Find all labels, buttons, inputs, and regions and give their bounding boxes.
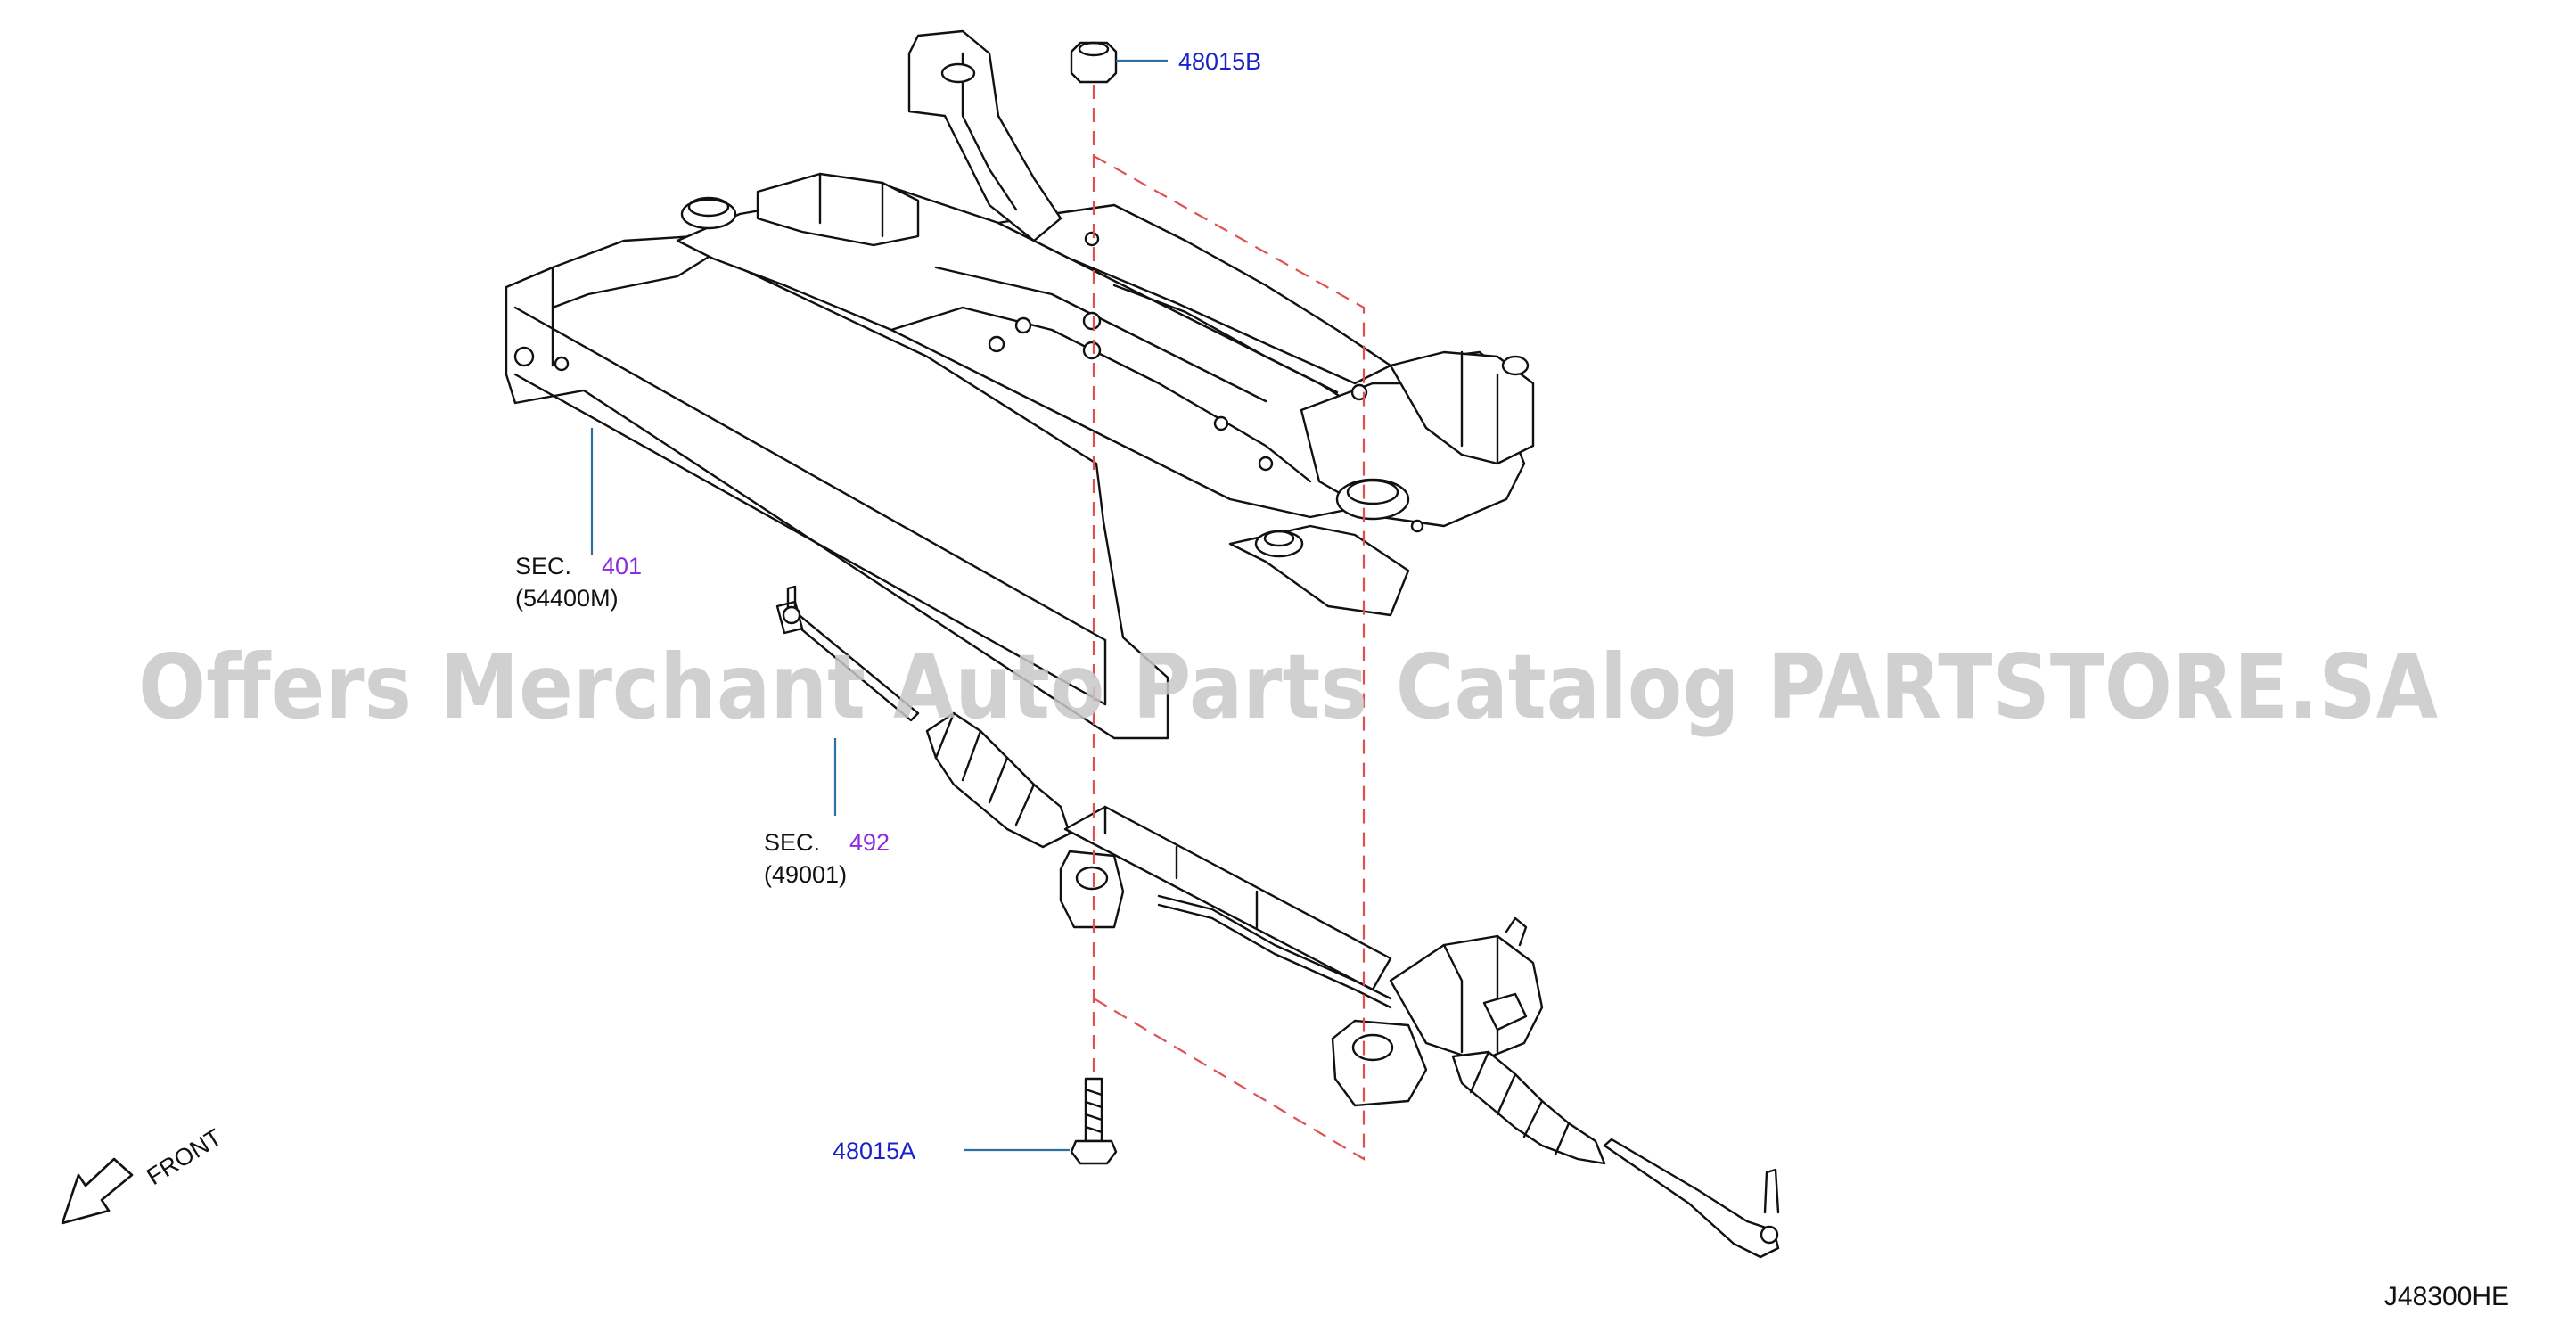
leader-lines <box>590 59 1168 1152</box>
nut-48015b-drawing <box>1070 41 1118 84</box>
mounting-dashed-outline <box>1092 85 1366 1161</box>
part-code-48015a[interactable]: 48015A <box>833 1138 915 1164</box>
bolt-48015a-drawing <box>1070 1077 1118 1165</box>
sec-401-number[interactable]: 401 <box>602 553 642 579</box>
steering-gear-drawing <box>775 585 1780 1259</box>
watermark-text: Offers Merchant Auto Parts Catalog PARTS… <box>138 635 2438 739</box>
sec-492-prefix: SEC. <box>764 829 820 856</box>
front-label: FRONT <box>142 1123 226 1190</box>
part-code-48015b[interactable]: 48015B <box>1178 48 1261 75</box>
front-arrow: FRONT <box>61 1123 226 1225</box>
front-arrow-icon <box>61 1157 134 1225</box>
sec-492-number[interactable]: 492 <box>849 829 890 856</box>
sec-401-subcode: (54400M) <box>515 585 619 612</box>
sec-401-prefix: SEC. <box>515 553 571 579</box>
suspension-member-drawing <box>505 29 1535 740</box>
sec-492-subcode: (49001) <box>764 861 847 888</box>
diagram-code: J48300HE <box>2384 1282 2509 1311</box>
